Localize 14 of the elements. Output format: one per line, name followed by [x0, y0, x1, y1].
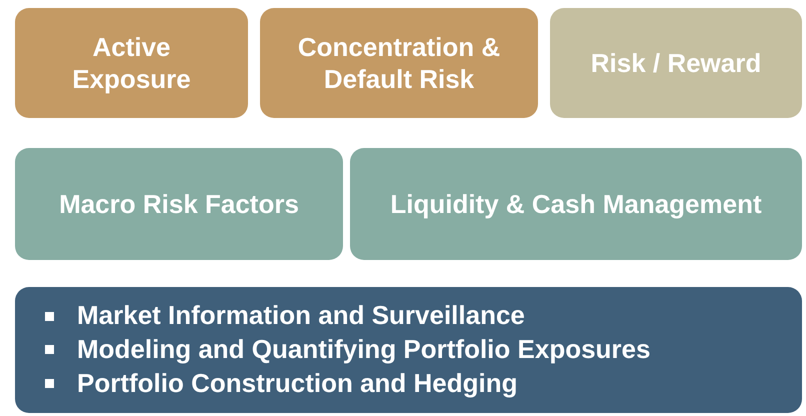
foundation-panel [15, 287, 802, 413]
bullet-item: Market Information and Surveillance [77, 299, 525, 332]
bullet-item: Modeling and Quantifying Portfolio Exposures [77, 333, 650, 366]
category-box [550, 8, 802, 118]
bullet-item: Portfolio Construction and Hedging [77, 366, 518, 400]
category-box [15, 148, 343, 260]
box-label: Macro Risk Factors [58, 188, 300, 220]
box-label: Concentration & Default Risk [296, 30, 502, 96]
box-label: Risk / Reward [590, 46, 762, 80]
box-label: Active Exposure [71, 30, 192, 96]
category-box [350, 148, 802, 260]
box-label: Liquidity & Cash Management [389, 188, 763, 220]
category-box [15, 8, 248, 118]
category-box [260, 8, 538, 118]
